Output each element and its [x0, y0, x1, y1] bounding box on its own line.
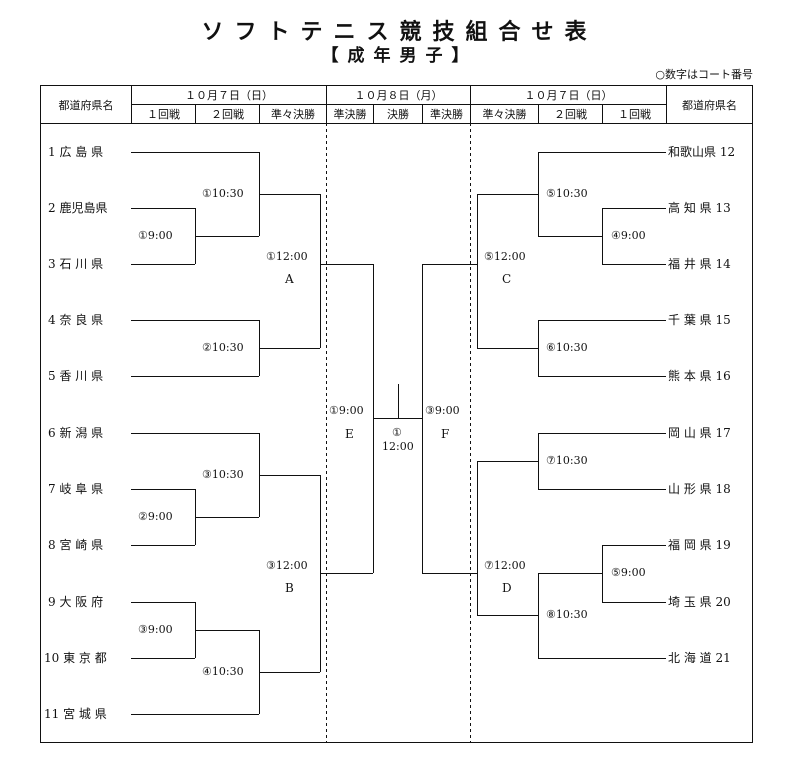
match-label: ①9:00 — [138, 229, 173, 242]
team-entry-right: 埼 玉 県 20 — [668, 595, 731, 609]
match-label: ②9:00 — [138, 510, 173, 523]
match-label: ③9:00 — [138, 623, 173, 636]
match-label: ③9:00 — [425, 404, 460, 417]
date-header-day1-left: １０月７日（日） — [185, 89, 273, 102]
round-header: ２回戦 — [554, 108, 587, 121]
match-label: ④10:30 — [202, 665, 244, 678]
team-entry-right: 千 葉 県 15 — [668, 313, 731, 327]
team-entry-left: 10 東 京 都 — [44, 651, 107, 665]
team-entry-left: 11 宮 城 県 — [44, 707, 107, 721]
team-entry-right: 山 形 県 18 — [668, 482, 731, 496]
match-label: ①9:00 — [329, 404, 364, 417]
group-label: F — [441, 427, 450, 441]
round-header: 準々決勝 — [482, 108, 527, 121]
final-time-label: 12:00 — [382, 440, 414, 453]
match-label: ⑤10:30 — [546, 187, 588, 200]
court-number-note: ○数字はコート番号 — [655, 68, 753, 81]
group-label: A — [285, 272, 294, 286]
group-label: D — [502, 581, 512, 595]
team-entry-left: 9 大 阪 府 — [48, 595, 104, 609]
match-label: ④9:00 — [611, 229, 646, 242]
group-label: B — [285, 581, 294, 595]
team-entry-right: 熊 本 県 16 — [668, 369, 731, 383]
team-entry-right: 和歌山県 12 — [668, 145, 736, 159]
match-label: ⑦10:30 — [546, 454, 588, 467]
round-header: １回戦 — [147, 108, 180, 121]
round-header: 決勝 — [387, 108, 409, 121]
match-label: ①12:00 — [266, 250, 308, 263]
team-entry-left: 4 奈 良 県 — [48, 313, 104, 327]
team-entry-left: 1 広 島 県 — [48, 145, 104, 159]
round-header: １回戦 — [618, 108, 651, 121]
team-entry-left: 8 宮 崎 県 — [48, 538, 104, 552]
match-label: ③12:00 — [266, 559, 308, 572]
match-label: ⑦12:00 — [484, 559, 526, 572]
team-entry-right: 福 井 県 14 — [668, 257, 731, 271]
match-label: ①10:30 — [202, 187, 244, 200]
team-entry-right: 福 岡 県 19 — [668, 538, 731, 552]
team-entry-right: 北 海 道 21 — [668, 651, 731, 665]
round-header: ２回戦 — [211, 108, 244, 121]
round-header: 準決勝 — [333, 108, 367, 121]
team-entry-left: 6 新 潟 県 — [48, 426, 104, 440]
final-court-label: ① — [392, 426, 402, 439]
group-label: E — [345, 427, 354, 441]
group-label: C — [502, 272, 512, 286]
date-header-day2: １０月８日（月） — [354, 89, 443, 102]
match-label: ⑧10:30 — [546, 608, 588, 621]
match-label: ③10:30 — [202, 468, 244, 481]
team-entry-left: 7 岐 阜 県 — [48, 482, 104, 496]
team-entry-left: 3 石 川 県 — [48, 257, 104, 271]
pref-header-left: 都道府県名 — [58, 98, 114, 112]
round-header: 準決勝 — [430, 108, 463, 121]
date-header-day1-right: １０月７日（日） — [524, 89, 613, 102]
team-entry-left: 2 鹿児島県 — [48, 201, 108, 215]
match-label: ⑤12:00 — [484, 250, 526, 263]
round-header: 準々決勝 — [271, 108, 315, 121]
match-label: ②10:30 — [202, 341, 244, 354]
page-subtitle: 【成年男子】 — [321, 46, 478, 66]
team-entry-right: 高 知 県 13 — [668, 201, 731, 215]
pref-header-right: 都道府県名 — [682, 98, 737, 112]
team-entry-left: 5 香 川 県 — [48, 369, 104, 383]
table-frame — [40, 85, 753, 743]
match-label: ⑤9:00 — [611, 566, 646, 579]
team-entry-right: 岡 山 県 17 — [668, 426, 731, 440]
match-label: ⑥10:30 — [546, 341, 588, 354]
page-title: ソフトテニス競技組合せ表 — [201, 20, 598, 45]
